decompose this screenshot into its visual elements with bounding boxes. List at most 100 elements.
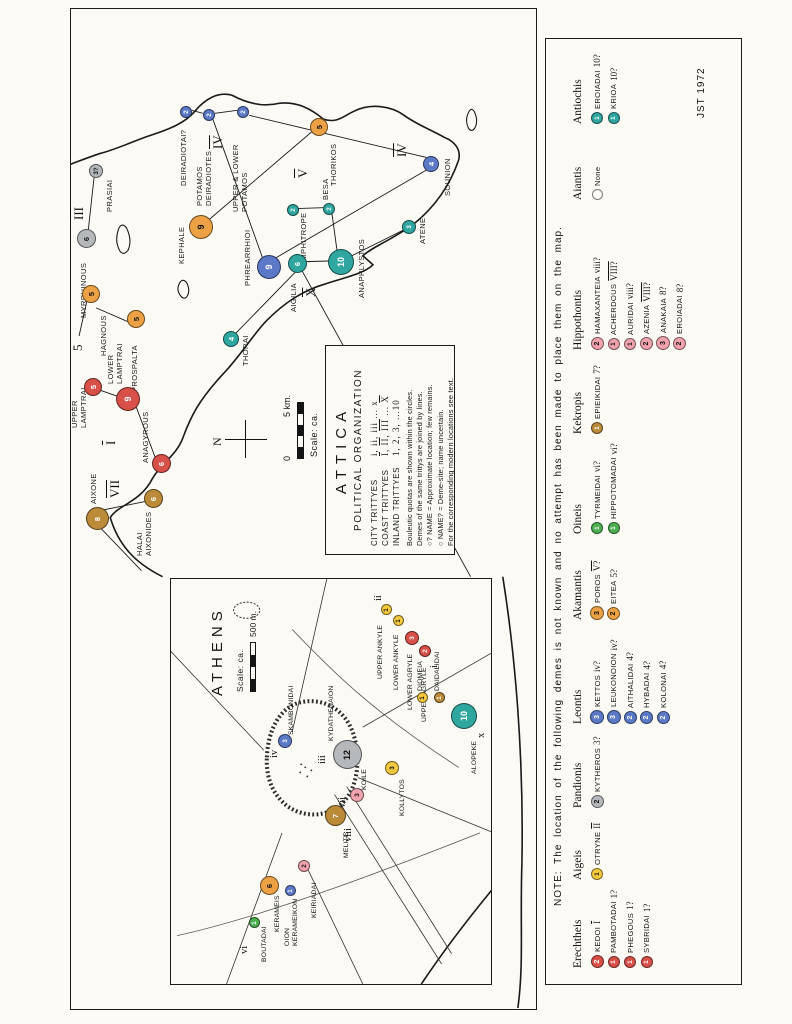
trittys-numeral-vi: vi (239, 945, 250, 954)
unlocated-trittys-numeral: 4? (625, 652, 636, 661)
unlocated-deme-name: PAMBOTADAI (609, 901, 619, 953)
deme-marker-atene: 3 (402, 220, 416, 234)
empty-quota-circle (591, 189, 603, 200)
unlocated-trittys-numeral: vi? (608, 443, 619, 455)
legend-row-label: CITY TRITTYES (370, 479, 379, 546)
inset-scale-bar (250, 642, 256, 692)
legend-numeral: II (380, 437, 390, 446)
ruin-dot (299, 771, 302, 774)
attica-coastline (71, 93, 460, 578)
athens-detail-layer (171, 579, 491, 984)
unlocated-deme-name: AITHALIDAI (625, 663, 635, 708)
deme-label: AIGILIA (289, 282, 298, 312)
unlocated-deme-name: EROIADAI (592, 70, 602, 109)
trittys-numeral-iv: IV (394, 143, 409, 157)
tribe-name: Kekropis (572, 391, 584, 434)
map-legend: ATTICA POLITICAL ORGANIZATION CITY TRITT… (325, 345, 455, 555)
trittys-join-line (212, 119, 264, 260)
unlocated-trittys-numeral: 1? (608, 889, 619, 899)
trittys-join-line (78, 299, 88, 337)
island-outline (116, 224, 131, 254)
tribe-name: Aigeis (572, 849, 584, 880)
deme-label: KEIRIADAI (311, 882, 318, 918)
legend-row: CITY TRITTYES i, ii, iii ... x (369, 354, 380, 546)
trittys-numeral-ii: ii (373, 595, 384, 601)
quota-circle: 2 (656, 711, 670, 724)
unlocated-deme-name: POROS (592, 574, 602, 603)
unlocated-deme-name: LEUKONOION (609, 653, 619, 707)
road-line (362, 651, 491, 728)
unlocated-demes-panel: NOTE: The location of the following deme… (545, 38, 742, 985)
quota-circle: 1 (591, 112, 604, 124)
legend-numeral: i, ii, iii ... x (369, 400, 379, 456)
deme-marker-amphitrope: 2 (287, 204, 299, 216)
inset-scale-value: 500 m. (248, 611, 258, 637)
trittys-numeral-iii: iii (317, 755, 328, 764)
unlocated-deme-entry: 1 EROIADAI 10? (589, 54, 606, 124)
scale-segment (298, 436, 303, 447)
trittys-numeral-5: 5 (70, 344, 85, 352)
tribe-name: Pandionis (572, 762, 584, 808)
unlocated-trittys-numeral: 8? (674, 283, 685, 293)
scale-segment (251, 643, 255, 655)
unlocated-deme-name: KOLONAI (658, 672, 668, 708)
quota-circle: 3 (606, 710, 621, 724)
unlocated-trittys-numeral: 4? (641, 661, 652, 670)
deme-label: AIXONE (89, 473, 98, 504)
unlocated-trittys-numeral: 10? (592, 54, 603, 68)
road-line (357, 777, 491, 834)
scale-caption: Scale: ca. (309, 412, 319, 457)
deme-marker-melite: 7 (324, 805, 346, 827)
quota-circle: 2 (640, 337, 654, 350)
tribe-name: Erechtheis (572, 919, 584, 968)
trittys-numeral-iii: III (71, 207, 86, 220)
trittys-numeral-iv: IV (210, 135, 225, 149)
unlocated-trittys-numeral: 10? (608, 67, 619, 81)
deme-marker-phrearrhioi: 9 (257, 255, 281, 279)
saronic-shore (501, 576, 523, 1009)
legend-title: ATTICA (333, 405, 350, 495)
unlocated-deme-name: KRIOA (609, 83, 619, 109)
map-scale-bar (297, 402, 304, 459)
deme-marker-diomeia: 1 (416, 692, 428, 704)
deme-label: UPPER LAMPTRAI (70, 387, 88, 428)
quota-circle: 2 (590, 337, 604, 350)
quota-circle: 2 (590, 955, 604, 968)
deme-label: SOUNION (443, 158, 452, 196)
deme-label: OION KERAMEIKON (284, 898, 299, 946)
legend-row-label: INLAND TRITTYES (392, 466, 401, 546)
deme-label: BESA (321, 178, 330, 200)
unlocated-trittys-numeral: 1? (625, 901, 636, 910)
scale-zero-label: 0 (282, 455, 292, 461)
quota-circle: 1 (591, 868, 604, 880)
unlocated-deme-name: TYRMEIDAI (592, 474, 602, 519)
unlocated-trittys-numeral: 7? (592, 365, 603, 374)
quota-circle: 1 (624, 956, 637, 968)
deme-label: KOLLYTOS (399, 779, 406, 816)
trittys-join-line (235, 266, 301, 334)
legend-note-line: Bouleutic quotas are shown within the ci… (405, 389, 414, 546)
deme-label: ALOPEKE (471, 740, 478, 774)
trittys-join-line (100, 501, 146, 511)
unlocated-deme-name: HIPPOTOMADAI (609, 457, 619, 519)
deme-label: ATENE (418, 217, 427, 244)
unlocated-trittys-numeral: VIII? (641, 282, 652, 302)
deme-marker-skambonidai: 3 (278, 734, 292, 748)
deme-label: KERAMEIS (274, 895, 281, 932)
trittys-join-line (207, 129, 315, 221)
unlocated-deme-name: AZENIA (642, 304, 652, 334)
